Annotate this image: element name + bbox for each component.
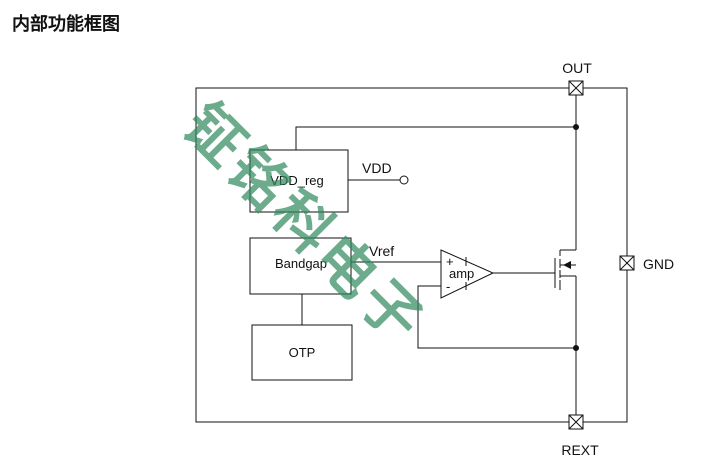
pin-out-label: OUT [562, 60, 592, 76]
chip-outline [195, 87, 628, 423]
block-otp-label: OTP [289, 345, 316, 360]
vdd-terminal [399, 175, 409, 185]
watermark: 钲 铭 科 电 子 [170, 90, 435, 355]
junction-dot [573, 124, 579, 130]
net-vdd-label: VDD [362, 160, 392, 176]
net-vref-label: Vref [369, 243, 394, 259]
amplifier [440, 249, 495, 299]
block-bandgap-label: Bandgap [275, 256, 327, 271]
block-bandgap [249, 237, 352, 295]
amp-label: amp [449, 266, 474, 281]
pin-gnd-label: GND [643, 256, 674, 272]
pin-gnd [619, 255, 635, 271]
pin-out [568, 80, 584, 96]
block-vdd-reg-label: VDD_reg [270, 173, 323, 188]
diagram-heading: 内部功能框图 [12, 13, 120, 35]
amp-plus-sign: + [446, 254, 454, 269]
block-otp [251, 324, 353, 381]
nmos-transistor [554, 249, 576, 290]
junction-dot [573, 345, 579, 351]
pin-rext-label: REXT [561, 442, 599, 458]
amp-minus-sign: - [446, 279, 450, 294]
pin-rext [568, 414, 584, 430]
block-vdd-reg [249, 149, 349, 213]
